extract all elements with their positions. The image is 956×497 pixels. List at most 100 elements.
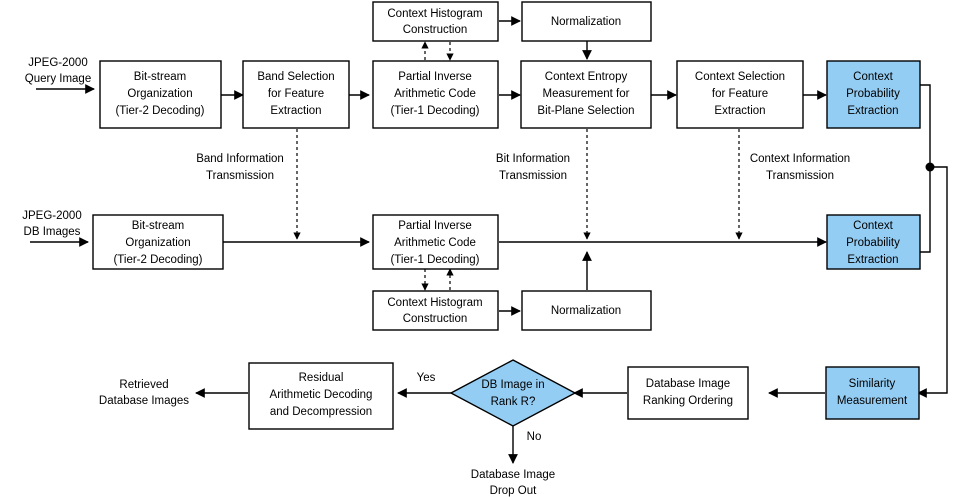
svg-text:Band Selection: Band Selection [257,71,334,83]
label-mid-context-histogram: Context Histogram Construction [387,297,482,325]
svg-text:Band Information: Band Information [196,153,284,165]
decision-rank-suffix: ? [529,396,535,408]
decision-rank-prefix: Rank [491,396,521,408]
svg-text:Residual: Residual [299,372,344,384]
edge-top-probability-down [920,84,931,167]
label-top-normalization: Normalization [551,16,621,28]
svg-text:(Tier-2 Decoding): (Tier-2 Decoding) [115,105,204,117]
svg-text:(Tier-2 Decoding): (Tier-2 Decoding) [113,254,202,266]
label-context-selection: Context Selection for Feature Extraction [695,71,785,117]
node-top-partial-inverse[interactable] [372,60,499,129]
node-context-selection[interactable] [676,60,804,129]
svg-text:DB Image in: DB Image in [481,379,544,391]
svg-text:Bit-Plane Selection: Bit-Plane Selection [537,105,634,117]
node-top-context-probability[interactable] [826,60,921,129]
label-similarity-measurement: Similarity Measurement [837,378,908,407]
node-mid-context-histogram[interactable] [372,290,499,331]
svg-text:Transmission: Transmission [499,170,567,182]
node-top-bitstream-organization[interactable] [99,60,222,129]
label-band-information-transmission: Band Information Transmission [196,153,284,182]
svg-text:Context Histogram: Context Histogram [387,8,482,20]
svg-text:JPEG-2000: JPEG-2000 [28,57,87,69]
svg-text:Measurement: Measurement [837,395,908,407]
label-mid-bitstream-organization: Bit-stream Organization (Tier-2 Decoding… [113,220,202,266]
svg-text:Bit-stream: Bit-stream [134,71,186,83]
svg-text:Extraction: Extraction [270,105,321,117]
label-context-entropy: Context Entropy Measurement for Bit-Plan… [537,71,634,117]
svg-text:Context Selection: Context Selection [695,71,785,83]
svg-text:Context: Context [853,71,893,83]
svg-text:Organization: Organization [125,237,190,249]
label-mid-normalization: Normalization [551,305,621,317]
svg-text:Partial Inverse: Partial Inverse [398,220,472,232]
svg-text:Context Information: Context Information [750,153,850,165]
svg-text:(Tier-1 Decoding): (Tier-1 Decoding) [390,254,479,266]
svg-text:Arithmetic Code: Arithmetic Code [394,237,476,249]
node-band-selection[interactable] [242,60,350,129]
label-decision-rank: DB Image in Rank R? [481,379,544,408]
svg-text:Extraction: Extraction [714,105,765,117]
node-mid-bitstream-organization[interactable] [92,214,224,270]
node-top-normalization[interactable] [521,1,652,42]
label-branch-yes: Yes [417,372,436,384]
svg-text:Probability: Probability [846,88,900,100]
svg-text:Context Histogram: Context Histogram [387,297,482,309]
svg-text:Similarity: Similarity [849,378,896,390]
node-top-context-histogram[interactable] [372,1,499,42]
label-residual-decoding: Residual Arithmetic Decoding and Decompr… [270,372,373,418]
node-context-entropy[interactable] [520,60,652,129]
svg-text:Construction: Construction [403,24,468,36]
label-top-context-probability: Context Probability Extraction [846,71,900,117]
label-ranking-ordering: Database Image Ranking Ordering [643,378,733,407]
label-db-input: JPEG-2000 DB Images [22,210,81,238]
node-decision-rank[interactable] [449,359,577,427]
svg-text:Normalization: Normalization [551,305,621,317]
node-mid-partial-inverse[interactable] [372,214,499,270]
svg-text:Probability: Probability [846,237,900,249]
svg-text:Measurement for: Measurement for [543,88,630,100]
svg-text:Ranking Ordering: Ranking Ordering [643,395,733,407]
svg-text:for Feature: for Feature [712,88,768,100]
label-branch-no: No [527,431,542,443]
label-top-context-histogram: Context Histogram Construction [387,8,482,36]
svg-text:Arithmetic Decoding: Arithmetic Decoding [270,389,373,401]
edge-mid-probability-up [920,167,931,253]
svg-text:Database Image: Database Image [646,378,730,390]
svg-text:DB Images: DB Images [24,226,81,238]
svg-text:(Tier-1 Decoding): (Tier-1 Decoding) [390,105,479,117]
node-ranking-ordering[interactable] [627,366,749,420]
svg-text:for Feature: for Feature [268,88,324,100]
svg-text:and Decompression: and Decompression [270,406,372,418]
label-top-partial-inverse: Partial Inverse Arithmetic Code (Tier-1 … [390,71,479,117]
svg-text:Bit-stream: Bit-stream [132,220,184,232]
svg-text:Normalization: Normalization [551,16,621,28]
label-mid-context-probability: Context Probability Extraction [846,220,900,266]
svg-text:Organization: Organization [127,88,192,100]
label-band-selection: Band Selection for Feature Extraction [257,71,334,117]
label-mid-partial-inverse: Partial Inverse Arithmetic Code (Tier-1 … [390,220,479,266]
svg-text:Context Entropy: Context Entropy [545,71,628,83]
svg-text:Context: Context [853,220,893,232]
node-similarity-measurement[interactable] [825,366,920,420]
svg-text:Query Image: Query Image [25,73,91,85]
svg-text:Drop Out: Drop Out [490,485,537,497]
svg-text:Database Images: Database Images [99,395,189,407]
svg-text:Rank R?: Rank R? [491,396,536,408]
svg-text:Extraction: Extraction [847,105,898,117]
label-query-input: JPEG-2000 Query Image [25,57,91,85]
decision-rank-variable: R [521,396,529,408]
node-mid-context-probability[interactable] [826,214,921,270]
svg-text:Transmission: Transmission [766,170,834,182]
node-residual-decoding[interactable] [248,362,394,430]
svg-text:Extraction: Extraction [847,254,898,266]
svg-text:Arithmetic Code: Arithmetic Code [394,88,476,100]
label-drop-out: Database Image Drop Out [471,469,555,497]
edge-junction-to-similarity [917,166,948,398]
label-bit-information-transmission: Bit Information Transmission [496,153,570,182]
svg-text:JPEG-2000: JPEG-2000 [22,210,81,222]
node-mid-normalization[interactable] [521,290,652,331]
svg-text:Database Image: Database Image [471,469,555,481]
svg-text:Retrieved: Retrieved [119,379,168,391]
